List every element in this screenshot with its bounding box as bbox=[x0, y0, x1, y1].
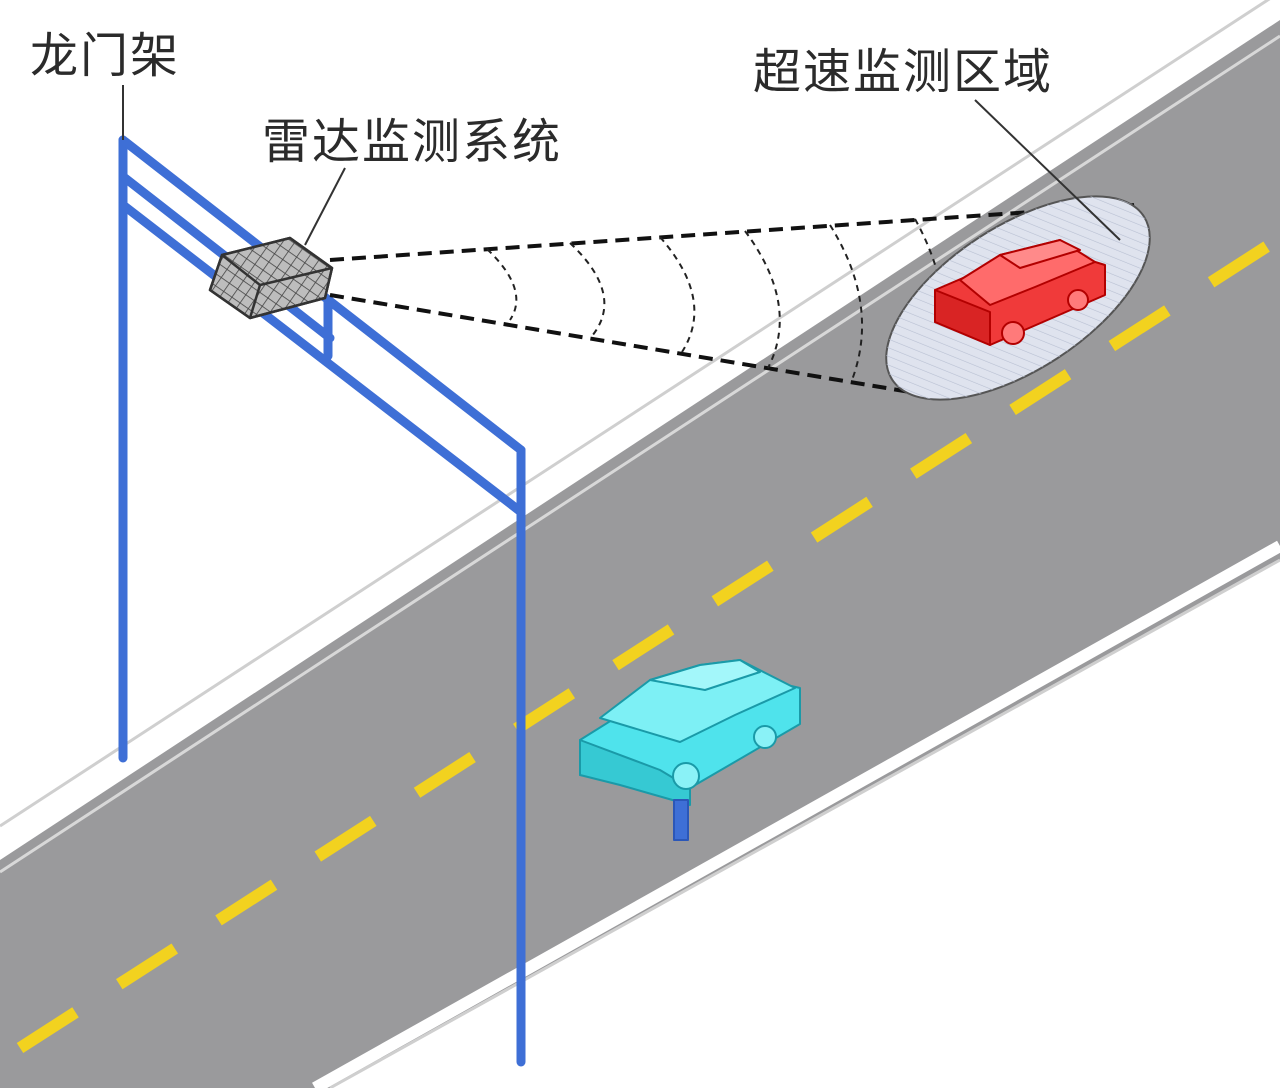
radar-leader bbox=[304, 167, 346, 246]
road-right-edge-line bbox=[312, 540, 1280, 1088]
leader-lines bbox=[122, 85, 1121, 246]
road-left-edge-line bbox=[0, 0, 1280, 843]
radar-beam bbox=[329, 203, 1136, 394]
radar-system-label: 雷达监测系统 bbox=[262, 114, 562, 170]
gantry-second-beam bbox=[118, 200, 526, 517]
red-car-icon bbox=[934, 239, 1106, 346]
road-left-outline bbox=[0, 0, 1271, 828]
beam-upper-edge bbox=[329, 203, 1136, 262]
center-dashed-line bbox=[16, 232, 1280, 1054]
cyan-car-icon bbox=[579, 659, 801, 841]
speeding-zone-label: 超速监测区域 bbox=[753, 44, 1053, 100]
gantry-label: 龙门架 bbox=[30, 28, 180, 84]
beam-lower-edge bbox=[329, 293, 911, 394]
radar-box-icon bbox=[208, 236, 334, 320]
road-right-edge-outline bbox=[329, 558, 1280, 1088]
road-left-edge-line-inner bbox=[0, 34, 1280, 874]
zone-leader bbox=[974, 99, 1121, 241]
